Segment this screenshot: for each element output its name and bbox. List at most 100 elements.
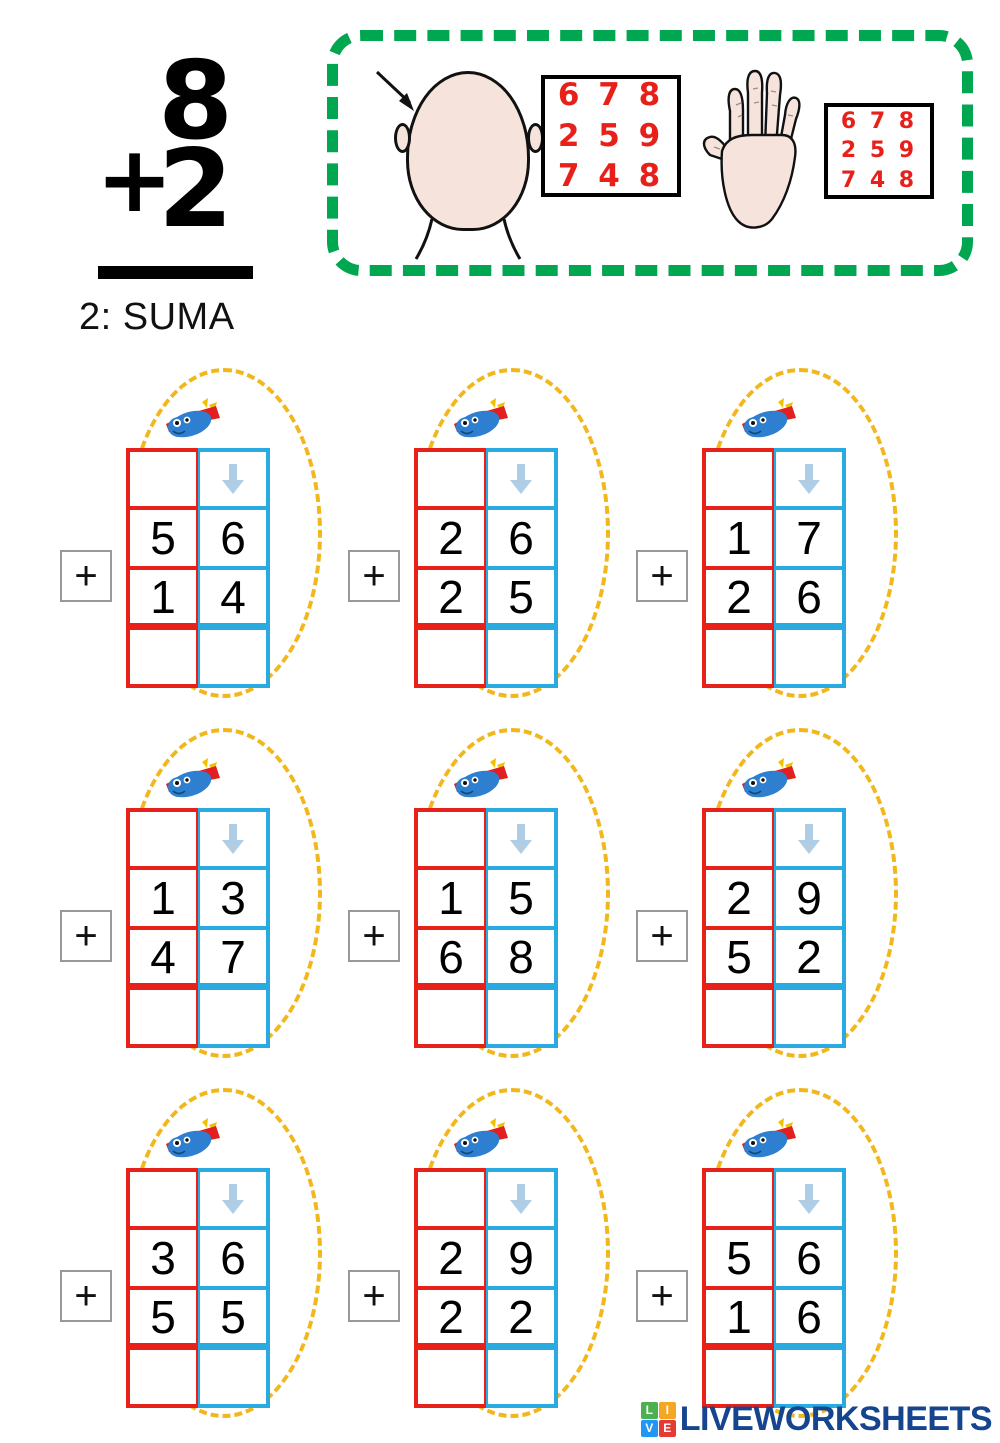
sum-cell-ones[interactable] <box>486 628 558 688</box>
carry-cell-tens[interactable] <box>414 1168 486 1228</box>
addend2-cell-tens[interactable]: 2 <box>414 1288 486 1348</box>
sum-cell-tens[interactable] <box>126 988 198 1048</box>
addend2-cell-ones[interactable]: 5 <box>198 1288 270 1348</box>
addend1-cell-ones[interactable]: 9 <box>486 1228 558 1288</box>
addend2-cell-tens[interactable]: 1 <box>126 568 198 628</box>
plus-operator: + <box>650 914 674 958</box>
cell-digit: 5 <box>150 512 176 564</box>
addend1-cell-tens[interactable]: 2 <box>414 508 486 568</box>
cell-digit: 1 <box>726 512 752 564</box>
mental-number-row: 7 4 8 <box>557 158 665 195</box>
carry-cell-ones[interactable] <box>198 808 270 868</box>
addend1-cell-tens[interactable]: 1 <box>126 868 198 928</box>
sum-cell-tens[interactable] <box>414 988 486 1048</box>
addend1-cell-ones[interactable]: 6 <box>198 1228 270 1288</box>
cell-digit: 6 <box>796 570 822 623</box>
carry-cell-tens[interactable] <box>702 448 774 508</box>
addend1-cell-ones[interactable]: 3 <box>198 868 270 928</box>
addend1-cell-tens[interactable]: 5 <box>702 1228 774 1288</box>
sum-cell-ones[interactable] <box>486 988 558 1048</box>
sum-cell-ones[interactable] <box>774 628 846 688</box>
sum-cell-ones[interactable] <box>774 1348 846 1408</box>
carry-cell-ones[interactable] <box>198 1168 270 1228</box>
addend2-cell-tens[interactable]: 6 <box>414 928 486 988</box>
cell-digit: 6 <box>796 1290 822 1343</box>
sum-cell-tens[interactable] <box>702 1348 774 1408</box>
logo-plus-sign: + <box>96 126 174 233</box>
carry-cell-ones[interactable] <box>198 448 270 508</box>
cell-digit: 6 <box>796 1232 822 1284</box>
addend2-cell-ones[interactable]: 2 <box>774 928 846 988</box>
carry-cell-tens[interactable] <box>126 808 198 868</box>
addend1-cell-tens[interactable]: 1 <box>702 508 774 568</box>
sum-cell-tens[interactable] <box>702 988 774 1048</box>
sum-cell-tens[interactable] <box>702 628 774 688</box>
sum-cell-ones[interactable] <box>198 628 270 688</box>
plane-character-icon <box>454 1118 508 1158</box>
addend1-cell-ones[interactable]: 9 <box>774 868 846 928</box>
cell-digit: 7 <box>796 512 822 564</box>
sum-cell-ones[interactable] <box>486 1348 558 1408</box>
carry-cell-ones[interactable] <box>774 808 846 868</box>
carry-cell-tens[interactable] <box>126 1168 198 1228</box>
sum-cell-tens[interactable] <box>126 628 198 688</box>
plus-operator: + <box>362 914 386 958</box>
operator-box: + <box>348 550 400 602</box>
addend1-cell-ones[interactable]: 6 <box>486 508 558 568</box>
addend1-cell-tens[interactable]: 5 <box>126 508 198 568</box>
carry-cell-ones[interactable] <box>774 1168 846 1228</box>
addend2-cell-tens[interactable]: 5 <box>126 1288 198 1348</box>
addend2-cell-tens[interactable]: 2 <box>702 568 774 628</box>
plus-operator: + <box>362 554 386 598</box>
addend2-cell-tens[interactable]: 2 <box>414 568 486 628</box>
logo-digit-bottom: 2 <box>158 127 234 252</box>
addend2-cell-ones[interactable]: 4 <box>198 568 270 628</box>
carry-cell-tens[interactable] <box>702 1168 774 1228</box>
plane-character-icon <box>454 758 508 798</box>
mental-number-row: 2 5 9 <box>557 117 665 154</box>
addend2-cell-ones[interactable]: 5 <box>486 568 558 628</box>
addend2-cell-ones[interactable]: 7 <box>198 928 270 988</box>
addend1-cell-tens[interactable]: 2 <box>414 1228 486 1288</box>
addend1-cell-ones[interactable]: 7 <box>774 508 846 568</box>
sum-cell-ones[interactable] <box>198 988 270 1048</box>
addend1-cell-tens[interactable]: 1 <box>414 868 486 928</box>
carry-cell-tens[interactable] <box>414 448 486 508</box>
carry-cell-ones[interactable] <box>486 1168 558 1228</box>
addend2-cell-tens[interactable]: 5 <box>702 928 774 988</box>
sum-cell-ones[interactable] <box>774 988 846 1048</box>
addend2-cell-ones[interactable]: 2 <box>486 1288 558 1348</box>
carry-cell-tens[interactable] <box>126 448 198 508</box>
carry-cell-ones[interactable] <box>486 448 558 508</box>
addend1-cell-ones[interactable]: 6 <box>198 508 270 568</box>
sum-cell-tens[interactable] <box>414 628 486 688</box>
carry-cell-ones[interactable] <box>486 808 558 868</box>
carry-cell-ones[interactable] <box>774 448 846 508</box>
sum-cell-ones[interactable] <box>198 1348 270 1408</box>
addend2-cell-ones[interactable]: 6 <box>774 568 846 628</box>
carry-cell-tens[interactable] <box>414 808 486 868</box>
addend1-cell-tens[interactable]: 2 <box>702 868 774 928</box>
addend1-cell-tens[interactable]: 3 <box>126 1228 198 1288</box>
addend1-cell-ones[interactable]: 6 <box>774 1228 846 1288</box>
sum-cell-tens[interactable] <box>126 1348 198 1408</box>
addend2-cell-ones[interactable]: 8 <box>486 928 558 988</box>
hand-number-row: 2 5 9 <box>840 138 918 164</box>
addend2-cell-tens[interactable]: 4 <box>126 928 198 988</box>
carry-cell-tens[interactable] <box>702 808 774 868</box>
plus-operator: + <box>650 554 674 598</box>
sum-cell-tens[interactable] <box>414 1348 486 1408</box>
addend2-cell-tens[interactable]: 1 <box>702 1288 774 1348</box>
logo-tile-e: E <box>658 1419 676 1437</box>
addend1-cell-ones[interactable]: 5 <box>486 868 558 928</box>
addend2-cell-ones[interactable]: 6 <box>774 1288 846 1348</box>
mental-number-box: 6 7 8 2 5 9 7 4 8 <box>541 75 681 197</box>
